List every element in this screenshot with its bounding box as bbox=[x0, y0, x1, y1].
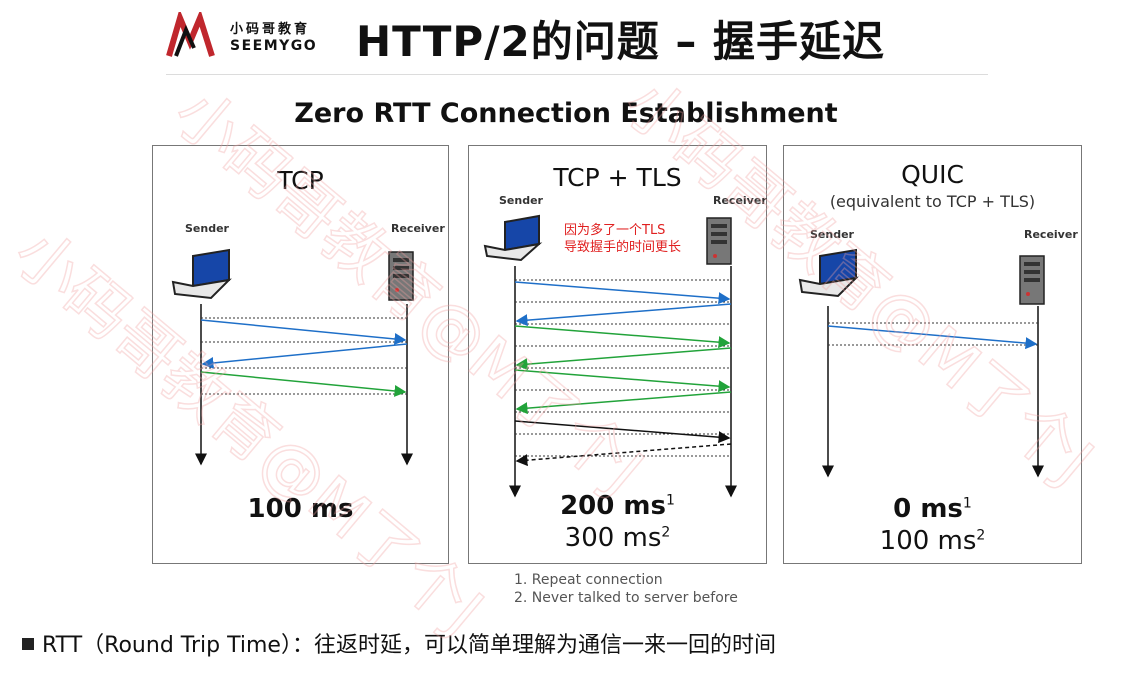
footnotes: 1. Repeat connection 2. Never talked to … bbox=[514, 571, 738, 607]
receiver-label: Receiver bbox=[713, 194, 767, 207]
rtt-definition-text: RTT（Round Trip Time）：往返时延，可以简单理解为通信一来一回的… bbox=[42, 633, 776, 658]
request-arrow bbox=[827, 325, 1038, 350]
receiver-label: Receiver bbox=[391, 222, 445, 235]
logo-text-en: SEEMYGO bbox=[230, 38, 318, 54]
panel-quic: QUIC (equivalent to TCP + TLS) Sender Re… bbox=[783, 145, 1082, 564]
panel-title: TCP + TLS bbox=[553, 163, 682, 192]
bullet-square-icon bbox=[22, 638, 34, 650]
request-arrow bbox=[200, 371, 407, 397]
latency-primary: 100 ms bbox=[247, 494, 354, 524]
footnote-1: 1. Repeat connection bbox=[514, 572, 663, 588]
sequence-diagram bbox=[798, 248, 1045, 478]
latency-primary: 0 ms1 bbox=[893, 494, 972, 524]
panel-subtitle: (equivalent to TCP + TLS) bbox=[829, 192, 1036, 211]
sender-label: Sender bbox=[185, 222, 229, 235]
header-divider bbox=[166, 74, 988, 75]
brand-logo: 小码哥教育 SEEMYGO bbox=[166, 8, 336, 60]
footnote-2: 2. Never talked to server before bbox=[514, 590, 738, 606]
laptop-icon bbox=[171, 248, 232, 300]
arrow-2 bbox=[515, 303, 732, 327]
sequence-diagram bbox=[171, 248, 414, 466]
panel-title: TCP bbox=[277, 166, 324, 195]
arrow-7 bbox=[514, 420, 731, 444]
laptop-icon bbox=[483, 214, 543, 262]
logo-text-cn: 小码哥教育 bbox=[230, 22, 311, 37]
sequence-diagram bbox=[483, 214, 737, 498]
arrow-3 bbox=[514, 325, 731, 349]
arrow-8 bbox=[515, 443, 732, 467]
latency-primary: 200 ms1 bbox=[560, 491, 675, 521]
arrow-1 bbox=[514, 281, 731, 305]
receiver-label: Receiver bbox=[1024, 228, 1078, 241]
slide-header: 小码哥教育 SEEMYGO HTTP/2的问题 – 握手延迟 bbox=[0, 0, 1132, 80]
panel-tcp: TCP Sender Receiver 100 ms bbox=[152, 145, 449, 564]
arrow-5 bbox=[514, 369, 731, 393]
logo-mark-icon bbox=[166, 12, 215, 57]
sender-label: Sender bbox=[499, 194, 543, 207]
sender-label: Sender bbox=[810, 228, 854, 241]
syn-ack-arrow bbox=[201, 343, 408, 369]
diagram-title: Zero RTT Connection Establishment bbox=[294, 98, 838, 129]
server-icon bbox=[388, 251, 414, 301]
latency-secondary: 300 ms2 bbox=[564, 523, 671, 553]
panel-title: QUIC bbox=[901, 160, 964, 189]
server-icon bbox=[706, 217, 732, 265]
page-title: HTTP/2的问题 – 握手延迟 bbox=[356, 17, 886, 66]
syn-arrow bbox=[200, 319, 407, 345]
server-icon bbox=[1019, 255, 1045, 305]
rtt-definition: RTT（Round Trip Time）：往返时延，可以简单理解为通信一来一回的… bbox=[22, 627, 776, 659]
arrow-4 bbox=[515, 347, 732, 371]
latency-secondary: 100 ms2 bbox=[879, 526, 986, 556]
laptop-icon bbox=[798, 248, 859, 298]
arrow-6 bbox=[515, 391, 732, 415]
